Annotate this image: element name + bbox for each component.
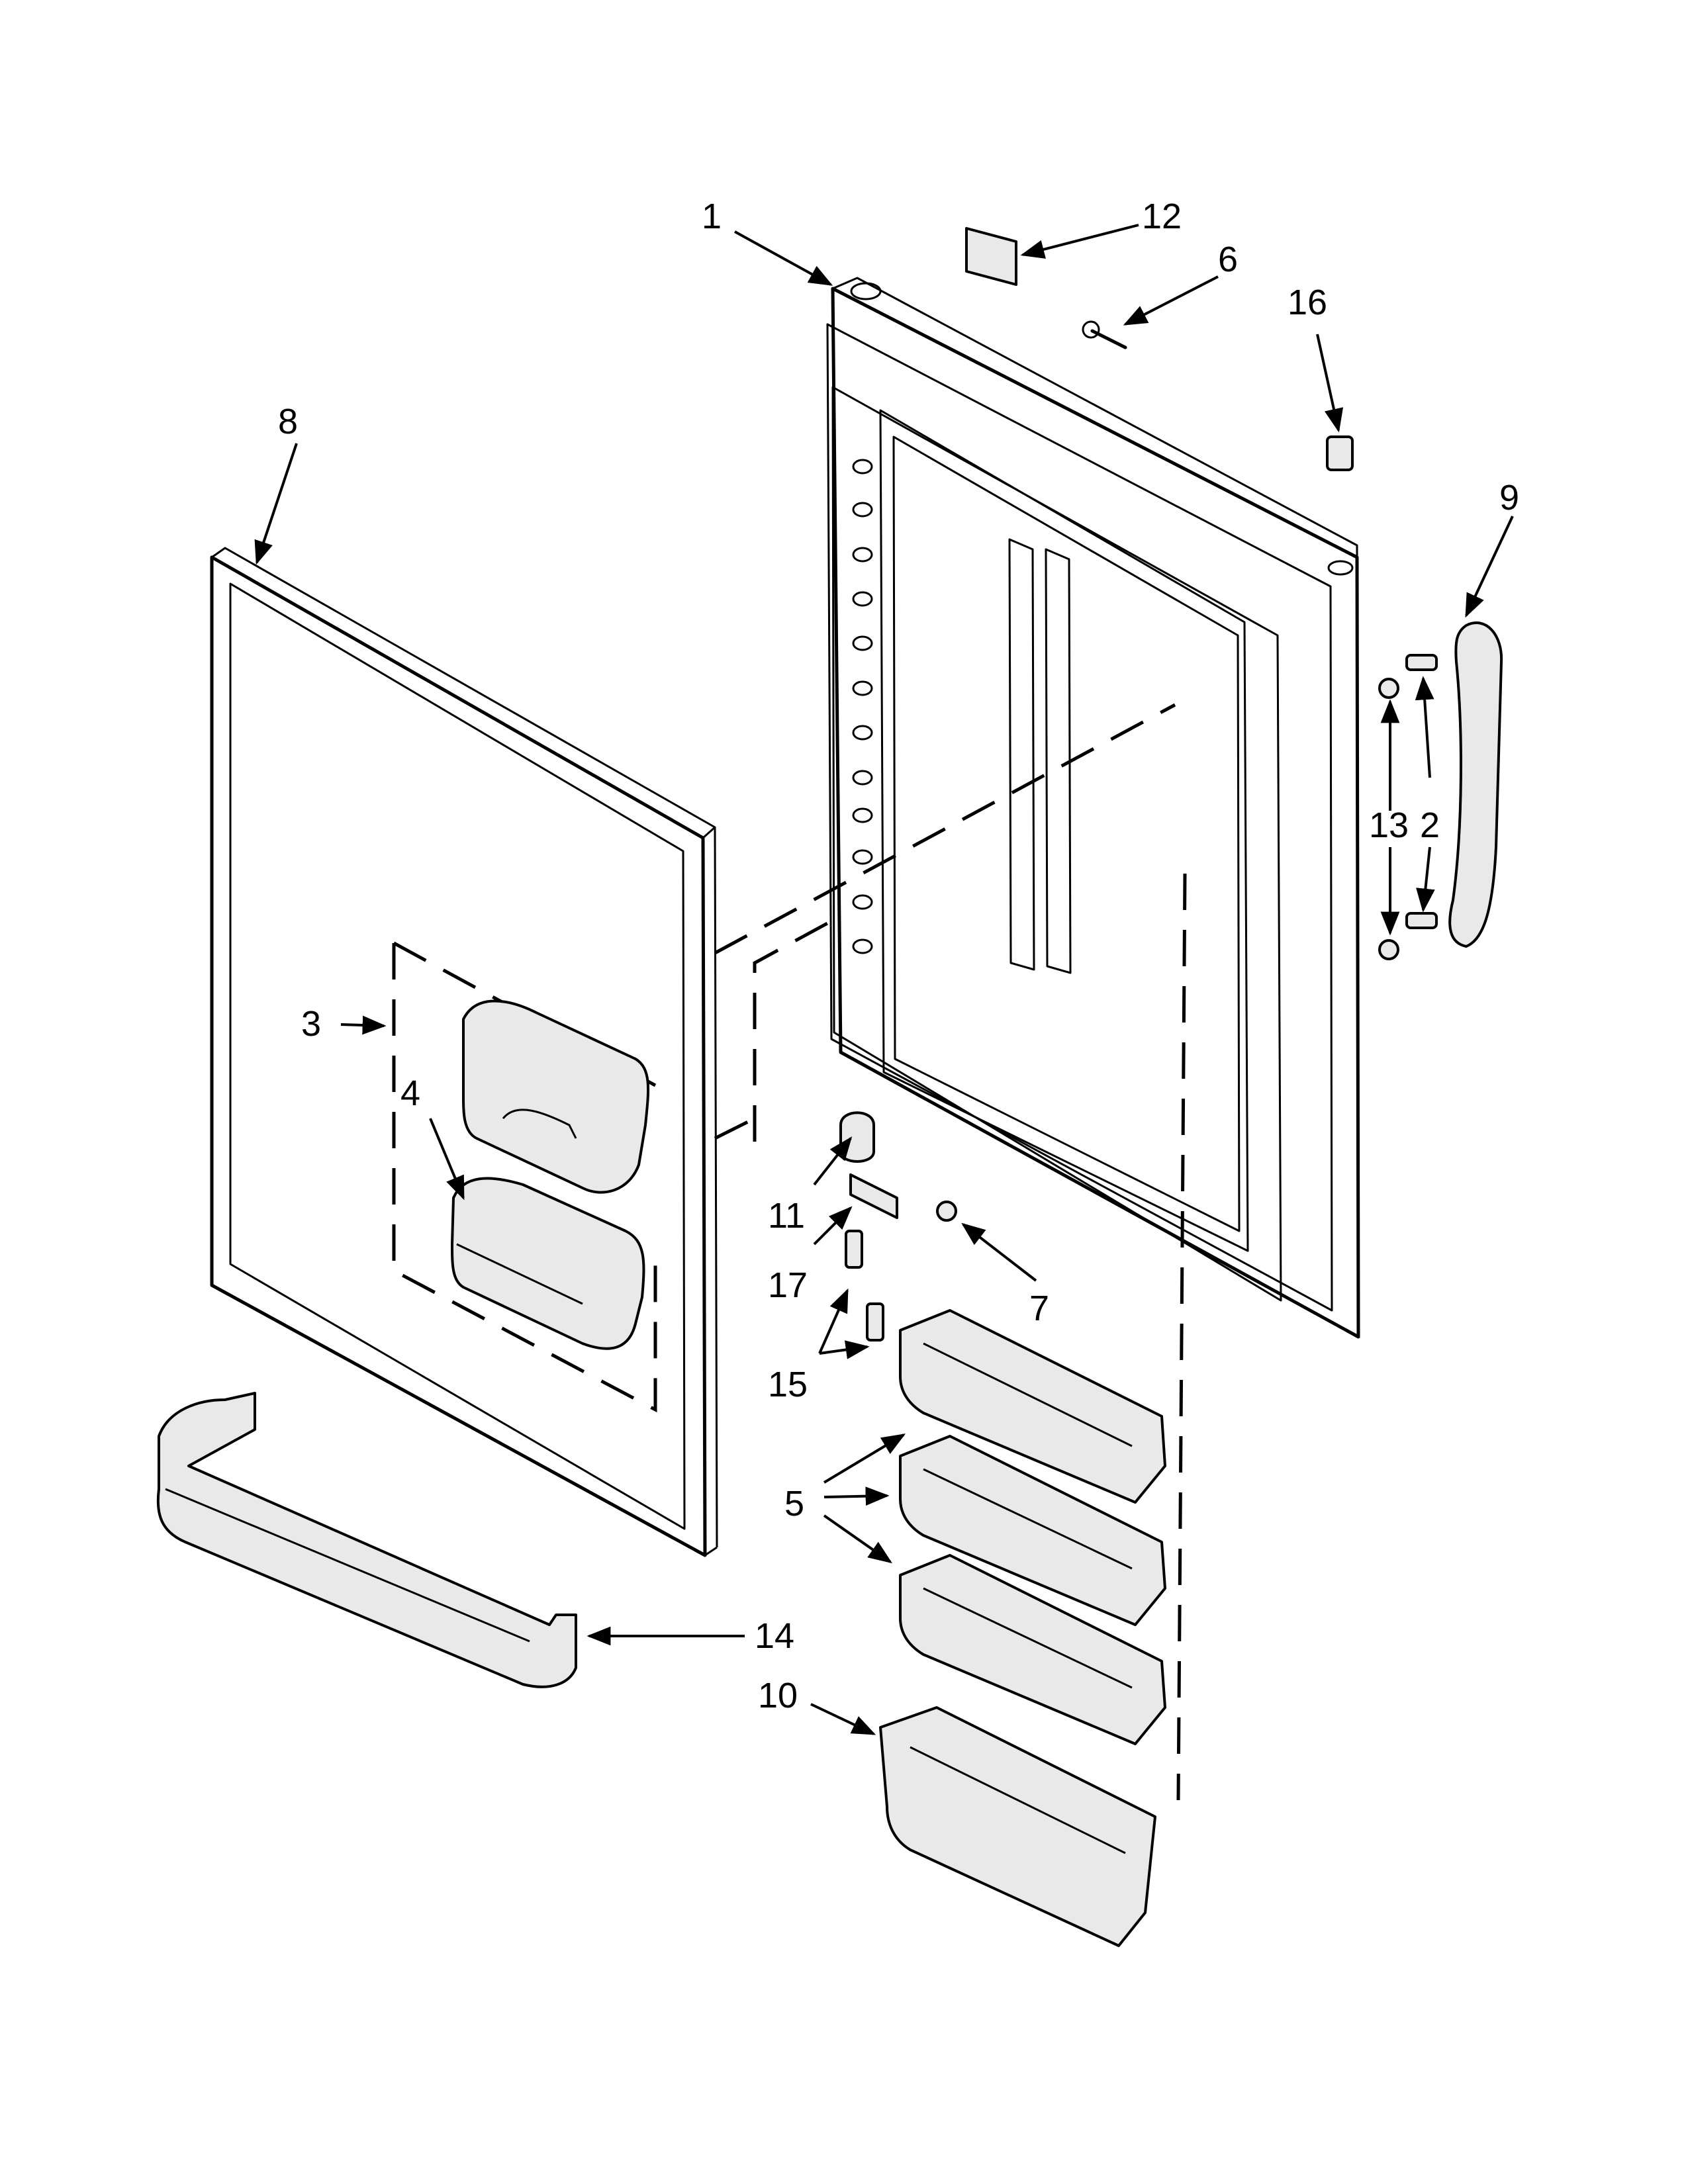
callout-labels: 1 2 3 4 5 6 7 8 9 10 11 12 13 14 15 16 1… [278,197,1519,1715]
leader-lines [254,224,1514,1735]
dairy-bin-cover [462,999,650,1194]
callout-8: 8 [278,402,298,441]
dairy-bin [451,1177,645,1350]
callout-6: 6 [1218,240,1238,279]
callout-5: 5 [784,1484,804,1524]
door-outer-panel [210,547,718,1557]
callout-16: 16 [1288,283,1327,322]
callout-4: 4 [400,1073,420,1113]
callout-10: 10 [758,1676,798,1715]
door-handle [1448,621,1503,948]
callout-12: 12 [1142,197,1182,236]
bottom-door-bin [156,1392,577,1688]
callout-2: 2 [1420,805,1440,845]
hardware [839,227,1438,1342]
callout-7: 7 [1029,1289,1049,1328]
callout-9: 9 [1499,478,1519,518]
door-shelf-bin-2 [899,1435,1166,1626]
callout-1: 1 [702,197,722,236]
door-liner-frame [826,277,1360,1339]
callout-14: 14 [755,1616,794,1656]
callout-17: 17 [768,1265,808,1305]
door-shelf-bin-3 [899,1554,1166,1745]
dimple-column [852,459,873,954]
door-shelf-bin-1 [899,1309,1166,1504]
door-deep-bin [879,1706,1156,1947]
callout-3: 3 [301,1004,321,1044]
callout-13: 13 [1369,805,1409,845]
callout-15: 15 [768,1365,808,1404]
callout-11: 11 [768,1196,805,1236]
